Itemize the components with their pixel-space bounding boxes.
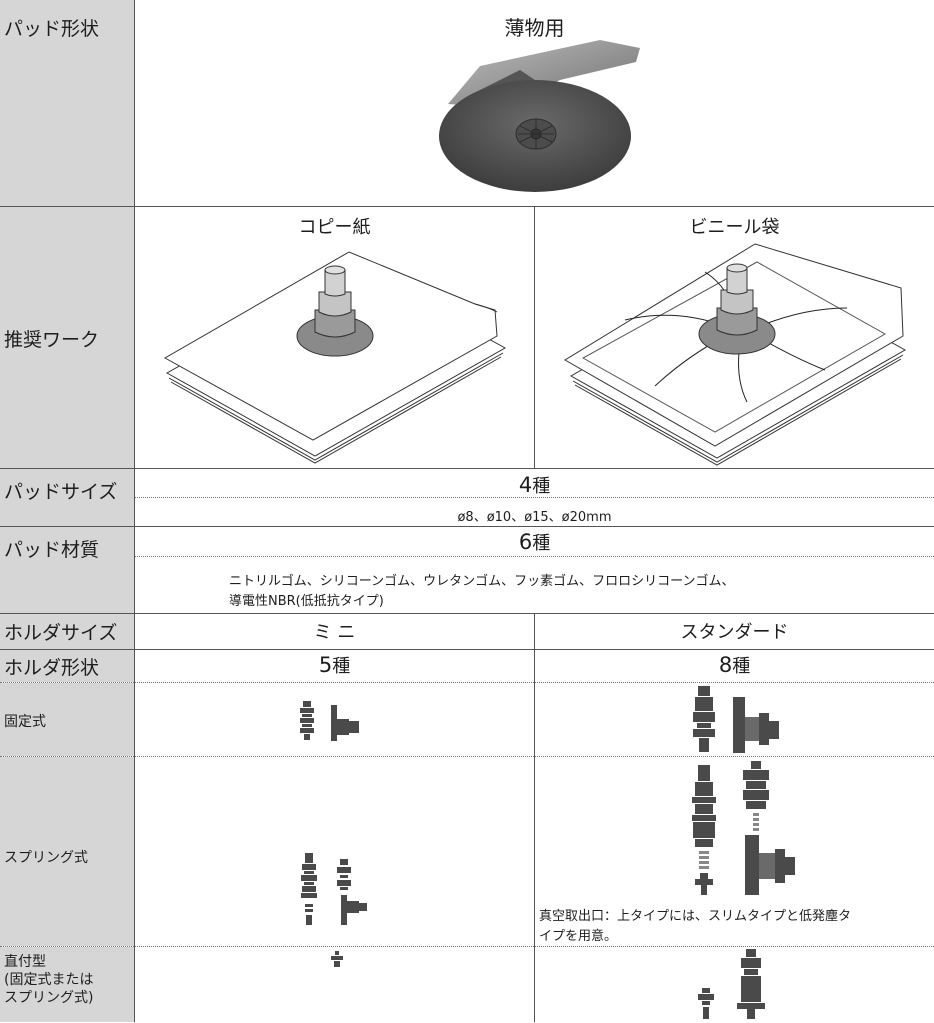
copy-paper-title: コピー紙: [298, 217, 371, 238]
pad-material-list-line2: 導電性NBR(低抵抗タイプ): [229, 594, 384, 609]
pad-size-count-number: 4: [518, 473, 533, 497]
row-rule: [0, 649, 934, 650]
row-rule-dotted: [0, 682, 934, 683]
holder-shape-mini-unit: 種: [332, 656, 351, 677]
sub-rule-dotted: [135, 497, 934, 498]
holder-shape-standard-number: 8: [718, 653, 733, 677]
pad-size-list: ø8、ø10、ø15、ø20mm: [457, 510, 612, 525]
pad-material-list-line1: ニトリルゴム、シリコーンゴム、ウレタンゴム、フッ素ゴム、フロロシリコーンゴム、: [229, 574, 735, 589]
fixed-standard-holders-illustration: [693, 686, 779, 753]
label-column-rule: [134, 0, 135, 1022]
direct-type-label-line2: (固定式または: [4, 972, 94, 988]
spring-mini-holders-illustration: [301, 853, 367, 925]
copy-paper-illustration: [163, 251, 507, 464]
thin-pad-illustration: [439, 40, 640, 192]
row-rule: [0, 526, 934, 527]
spring-note-line1: 真空取出口：上タイプには、スリムタイプと低発塵タ: [539, 909, 852, 924]
fixed-type-label: 固定式: [0, 683, 134, 756]
pad-material-count-unit: 種: [532, 533, 551, 554]
pad-size-count: 4種: [135, 472, 934, 498]
holder-size-label: ホルダサイズ: [0, 614, 134, 649]
holder-shape-standard-count: 8種: [535, 652, 934, 678]
sub-rule-dotted: [135, 556, 934, 557]
pad-size-label: パッドサイズ: [0, 469, 134, 526]
recommended-work-label: 推奨ワーク: [0, 207, 134, 468]
direct-type-label-line1: 直付型: [4, 954, 46, 970]
spring-type-label: スプリング式: [0, 757, 134, 946]
holder-shape-mini-number: 5: [318, 653, 333, 677]
holder-shape-standard-unit: 種: [732, 656, 751, 677]
fixed-mini-holders-illustration: [300, 701, 359, 741]
plastic-bag-title: ビニール袋: [689, 217, 780, 238]
plastic-bag-illustration: [564, 243, 907, 466]
holder-shape-mini-count: 5種: [135, 652, 534, 678]
row-rule-dotted: [0, 756, 934, 757]
column-rule: [534, 613, 535, 1022]
holder-size-standard: スタンダード: [680, 622, 789, 643]
pad-shape-label: パッド形状: [0, 0, 134, 206]
row-rule-dotted: [0, 946, 934, 947]
pad-material-count-number: 6: [518, 530, 533, 554]
header-title: 薄物用: [504, 16, 565, 40]
pad-material-count: 6種: [135, 529, 934, 555]
direct-mini-holder-illustration: [331, 951, 343, 967]
pad-size-count-unit: 種: [532, 476, 551, 497]
row-rule: [0, 613, 934, 614]
row-rule: [0, 468, 934, 469]
spring-standard-holders-illustration: [692, 761, 795, 895]
spring-note-line2: イプを用意。: [539, 929, 618, 944]
direct-type-label: 直付型 (固定式または スプリング式): [0, 947, 134, 1022]
direct-standard-holders-illustration: [698, 949, 765, 1019]
direct-type-label-line3: スプリング式): [4, 990, 94, 1006]
row-rule: [0, 206, 934, 207]
column-rule: [534, 206, 535, 468]
holder-shape-label: ホルダ形状: [0, 650, 134, 682]
holder-size-mini: ミ ニ: [313, 622, 356, 643]
pad-material-label: パッド材質: [0, 527, 134, 613]
